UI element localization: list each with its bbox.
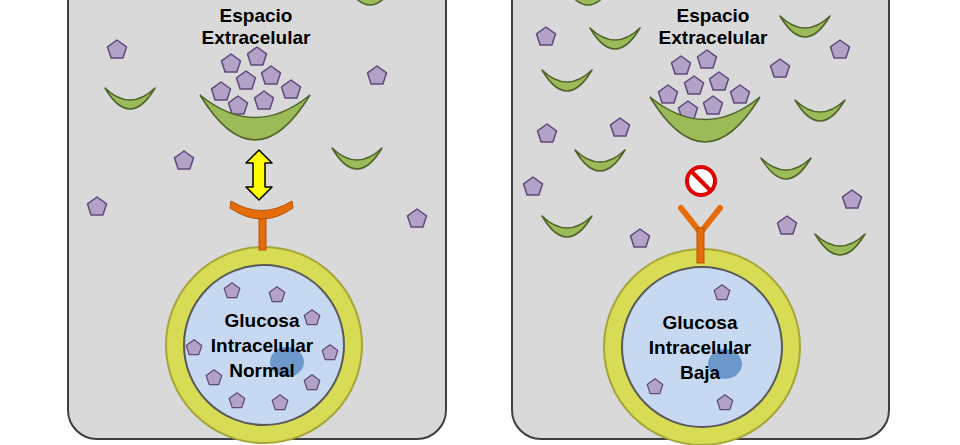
- extracellular-panel: Espacio ExtracelularGlucosa Intracelular…: [67, 0, 447, 440]
- insulin-receptor-left: [230, 201, 293, 250]
- cell-label: Glucosa Intracelular Baja: [635, 310, 765, 385]
- glucose-molecules: [88, 27, 862, 247]
- insulin-crescents: [105, 0, 865, 255]
- intracellular-glucose: [186, 283, 733, 410]
- region-label: Espacio Extracelular: [633, 5, 793, 49]
- cell-label: Glucosa Intracelular Normal: [197, 308, 327, 383]
- insulin-bound-glucose-left: [200, 47, 310, 140]
- no-binding-symbol: [687, 167, 715, 195]
- cytoplasm: [184, 265, 344, 425]
- cell-circle: Glucosa Intracelular Baja: [602, 247, 802, 445]
- binding-arrow: [246, 150, 272, 200]
- insulin-bound-glucose-right: [650, 50, 760, 142]
- cell-membrane: [604, 249, 800, 445]
- cytoplasm: [622, 267, 782, 427]
- extracellular-panel: Espacio ExtracelularGlucosa Intracelular…: [511, 0, 890, 440]
- region-label: Espacio Extracelular: [176, 5, 336, 49]
- insulin-receptor-right: [681, 208, 720, 263]
- cell-membrane: [166, 247, 362, 443]
- cell-circle: Glucosa Intracelular Normal: [164, 245, 364, 445]
